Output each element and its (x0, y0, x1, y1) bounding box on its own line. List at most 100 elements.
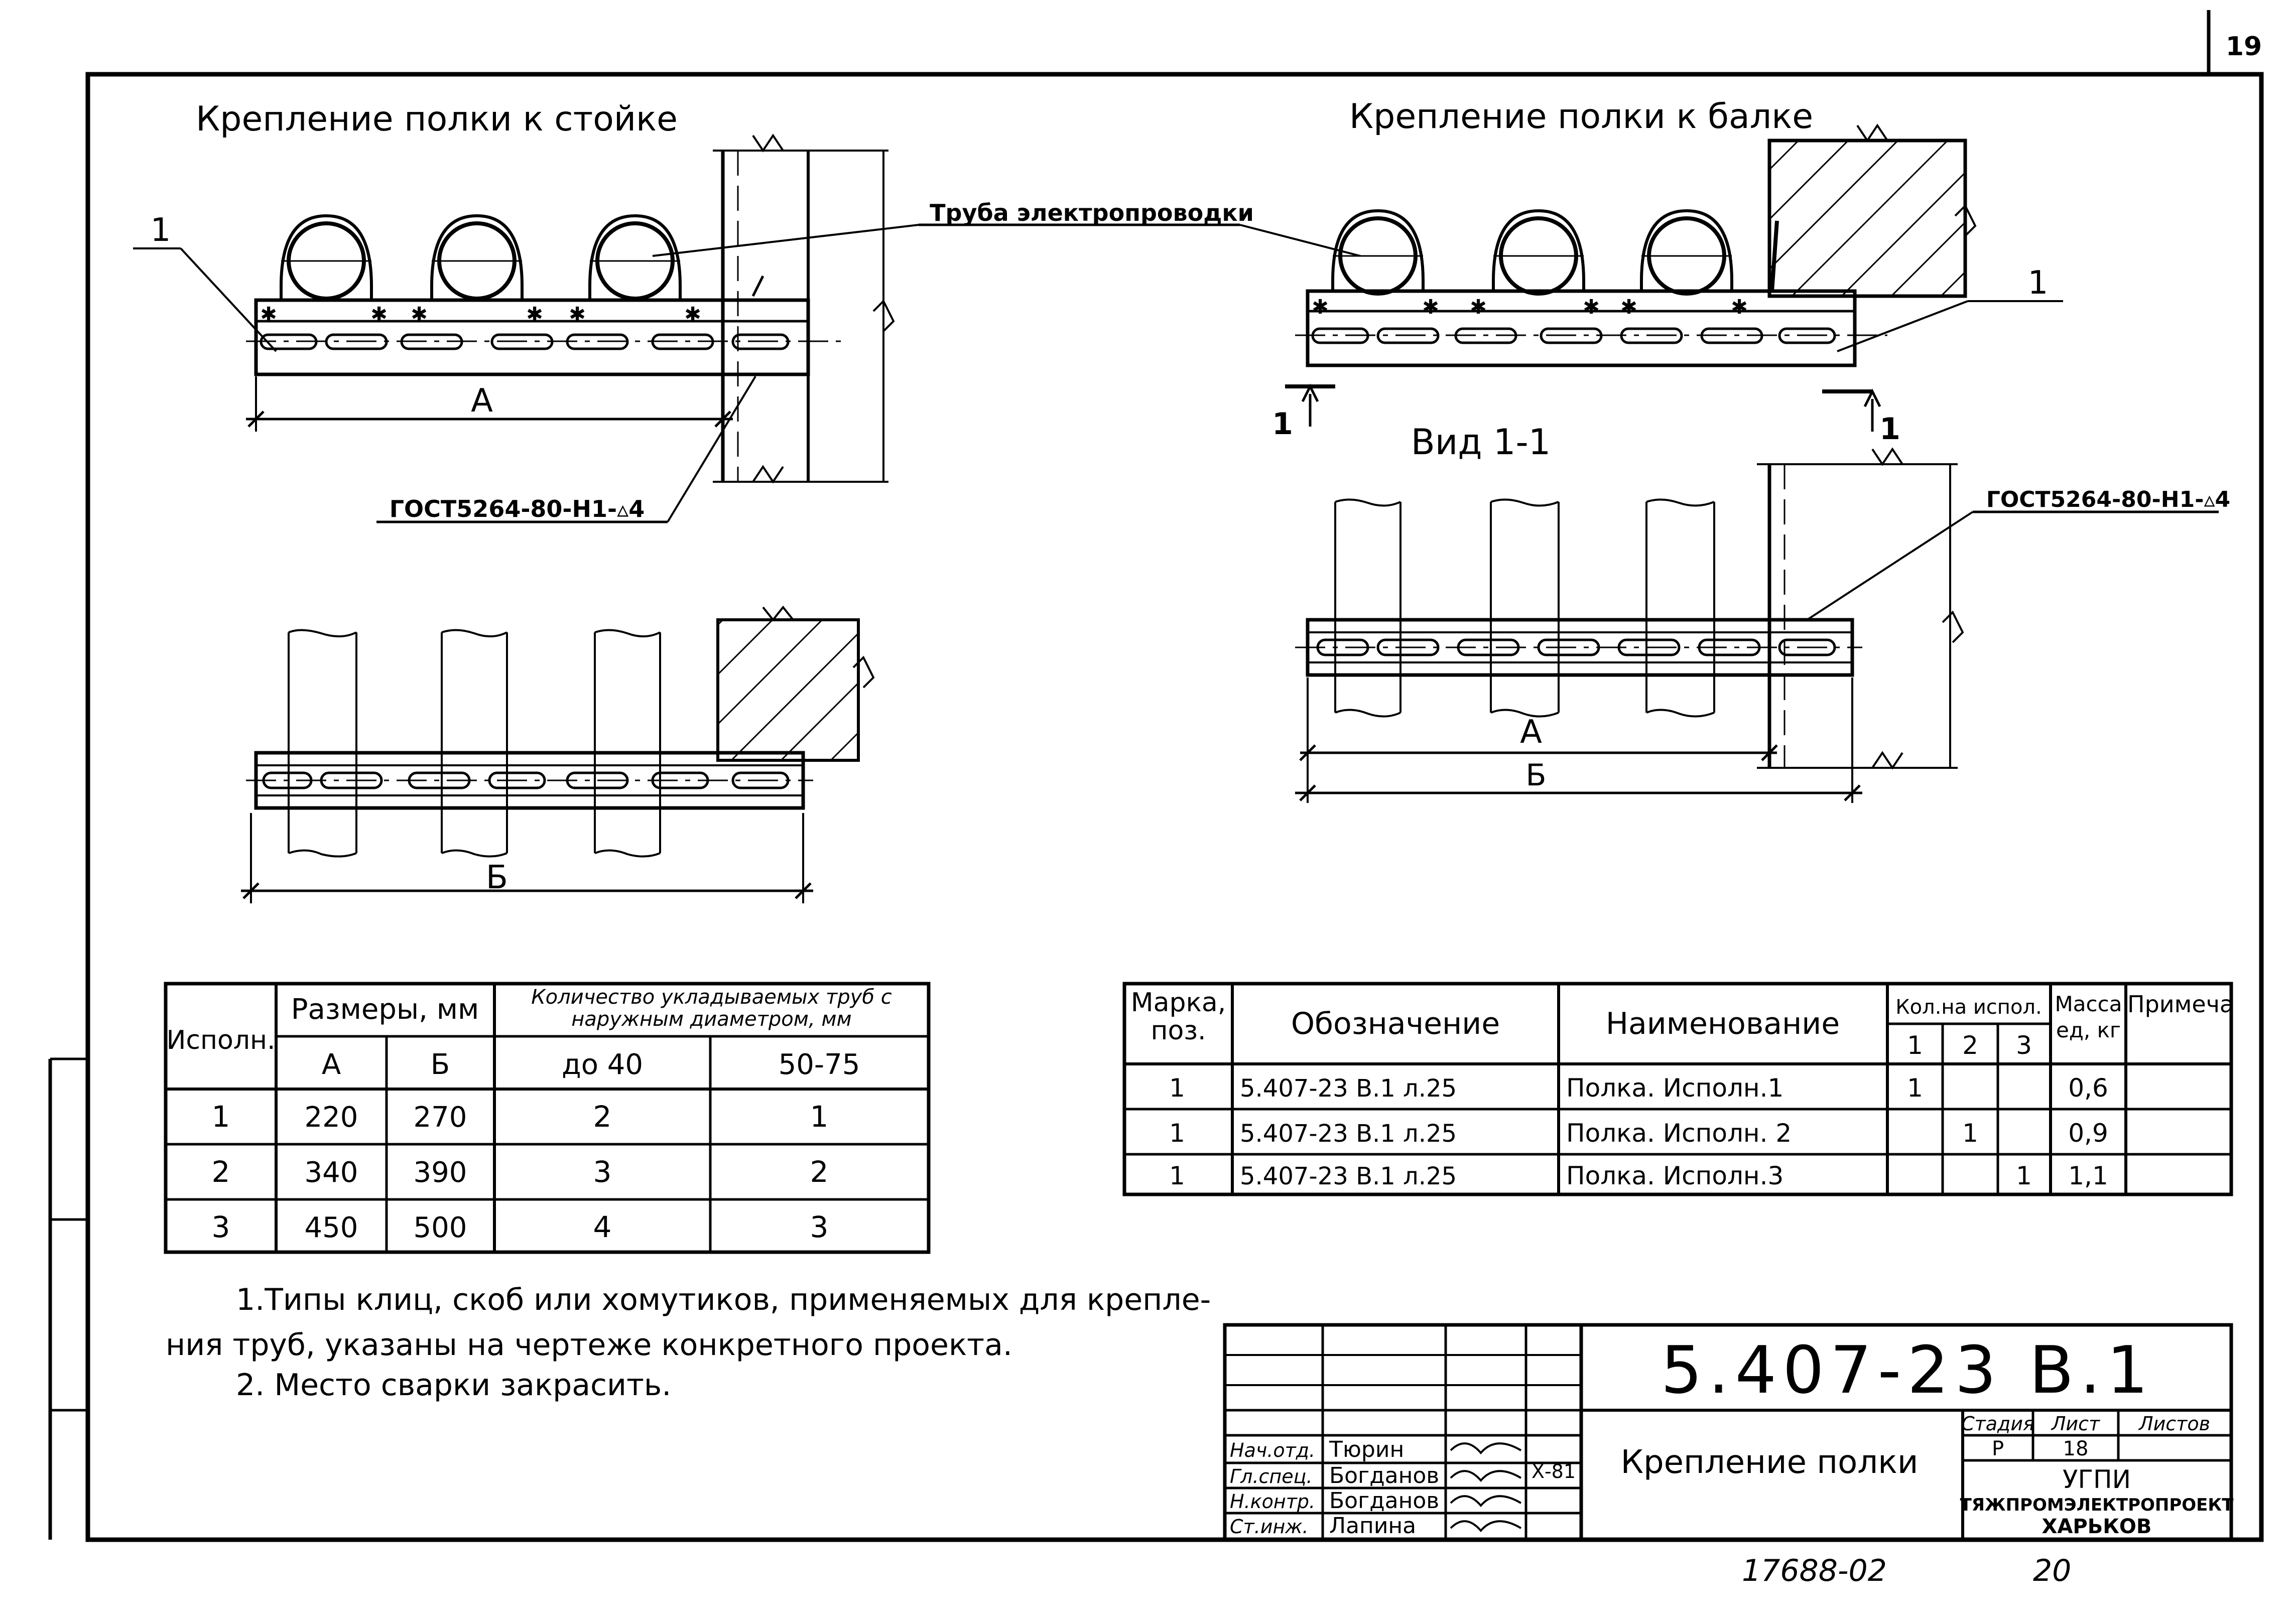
svg-text:✱: ✱ (684, 303, 701, 326)
sheet-value: 18 (2063, 1437, 2089, 1460)
doc-code: 5.407-23 В.1 (1661, 1332, 2154, 1408)
signature-row: Ст.инж. Лапина (1230, 1513, 1522, 1539)
person-name: Богданов (1329, 1463, 1439, 1488)
sizes-cell-a: 450 (305, 1211, 358, 1244)
svg-text:✱: ✱ (370, 303, 388, 326)
sizes-cell-b: 500 (414, 1211, 467, 1244)
section-view-1-1: Вид 1-1 ГОСТ (1295, 422, 2230, 803)
sheet-frame (48, 10, 2264, 1542)
signature (1450, 1442, 1522, 1455)
sizes-cell-exec: 2 (212, 1155, 230, 1189)
section-mark-right: 1 (1879, 412, 1900, 447)
spec-cell-mark: 1 (1169, 1073, 1185, 1103)
person-name: Лапина (1329, 1513, 1416, 1539)
sizes-cell-q2: 1 (810, 1100, 829, 1134)
right-pipes-with-clamps: ✱ ✱ ✱ ✱ ✱ ✱ (1312, 209, 1748, 319)
spec-col-note-box: Примечание (2127, 991, 2230, 1018)
left-mark: 1 (151, 212, 171, 249)
sizes-cell-q1: 3 (593, 1155, 612, 1189)
notes: 1.Типы клиц, скоб или хомутиков, применя… (166, 1282, 1211, 1403)
spec-cell-name: Полка. Исполн.3 (1566, 1161, 1783, 1190)
spec-cell-q2: 1 (1962, 1119, 1978, 1148)
sizes-sub-upto40: до 40 (562, 1048, 643, 1081)
spec-cell-designation: 5.407-23 В.1 л.25 (1240, 1120, 1457, 1148)
right-weld-note: ГОСТ5264-80-Н1-▵4 (1986, 487, 2230, 512)
right-top-view: Крепление полки к балке ✱ (1272, 97, 2063, 447)
sizes-cell-a: 340 (305, 1156, 358, 1189)
svg-text:✱: ✱ (1620, 296, 1637, 319)
svg-text:✱: ✱ (569, 303, 586, 326)
signature (1450, 1470, 1522, 1482)
signature (1450, 1495, 1522, 1508)
left-bottom-view: Б (241, 605, 875, 903)
signature-row: Гл.спец. Богданов (1230, 1463, 1522, 1488)
spec-cell-q3: 1 (2016, 1161, 2032, 1190)
sizes-row: 1 220 270 2 1 (212, 1100, 829, 1134)
svg-text:✱: ✱ (1312, 296, 1329, 319)
spec-cell-designation: 5.407-23 В.1 л.25 (1240, 1162, 1457, 1190)
spec-cell-designation: 5.407-23 В.1 л.25 (1240, 1074, 1457, 1103)
section-dim-b: Б (1525, 758, 1546, 793)
right-view-title: Крепление полки к балке (1349, 97, 1813, 137)
note-line-1: 1.Типы клиц, скоб или хомутиков, применя… (236, 1282, 1211, 1317)
spec-col-q3: 3 (2016, 1031, 2032, 1060)
sizes-sub-a: А (322, 1048, 341, 1081)
sizes-cell-a: 220 (305, 1101, 358, 1134)
spec-cell-q1: 1 (1907, 1073, 1923, 1103)
role-label: Гл.спец. (1230, 1465, 1313, 1487)
spec-col-q2: 2 (1962, 1031, 1978, 1060)
person-name: Богданов (1329, 1488, 1439, 1514)
pipe-label: Труба электропроводки (652, 199, 1361, 257)
spec-cell-mass: 0,6 (2068, 1073, 2108, 1103)
bottom-code: 17688-02 (1742, 1553, 1887, 1588)
sizes-cell-q2: 2 (810, 1155, 829, 1189)
title-block: 5.407-23 В.1 Крепление полки Стадия Лист… (1223, 1323, 2234, 1542)
spec-cell-name: Полка. Исполн.1 (1566, 1073, 1783, 1103)
note-line-2: ния труб, указаны на чертеже конкретного… (166, 1327, 1012, 1363)
section-title: Вид 1-1 (1411, 422, 1551, 463)
spec-row: 1 5.407-23 В.1 л.25 Полка. Исполн.1 1 0,… (1169, 1073, 2108, 1103)
pipes-with-clamps: ✱ ✱ ✱ ✱ ✱ ✱ (260, 214, 701, 326)
sizes-col-exec: Исполн. (166, 1025, 275, 1055)
column-post (713, 133, 895, 484)
role-label: Ст.инж. (1230, 1516, 1309, 1538)
sizes-cell-q1: 4 (593, 1210, 612, 1244)
svg-text:✱: ✱ (411, 303, 428, 326)
spec-col-q1: 1 (1907, 1031, 1923, 1060)
section-mark-left: 1 (1272, 407, 1293, 442)
spec-row: 1 5.407-23 В.1 л.25 Полка. Исполн. 2 1 0… (1169, 1119, 2108, 1148)
spec-cell-mark: 1 (1169, 1161, 1185, 1190)
person-name: Тюрин (1329, 1437, 1404, 1462)
sizes-cell-exec: 1 (212, 1100, 230, 1134)
spec-col-mass-box: Масса ед, кг (2055, 992, 2122, 1042)
sizes-sub-50-75: 50-75 (779, 1048, 860, 1081)
section-shelf-slots (1316, 638, 1836, 656)
role-label: Нач.отд. (1230, 1439, 1315, 1461)
signature-row: Нач.отд. Тюрин (1230, 1437, 1522, 1462)
sizes-cell-b: 390 (414, 1156, 467, 1189)
left-dim-a: А (471, 382, 493, 420)
left-dim-b: Б (486, 859, 508, 896)
sizes-sub-b: Б (431, 1048, 450, 1081)
spec-cell-mass: 1,1 (2068, 1161, 2108, 1190)
left-top-view: Крепление полки к стойке ✱ ✱ ✱ ✱ ✱ (133, 99, 895, 523)
role-label: Н.контр. (1230, 1491, 1315, 1513)
shelf-slots (260, 333, 790, 350)
sizes-row: 2 340 390 3 2 (212, 1155, 829, 1189)
spec-col-note: Примечание (2127, 991, 2230, 1018)
org-line-2: ТЯЖПРОМЭЛЕКТРОПРОЕКТ (1960, 1495, 2234, 1515)
spec-row: 1 5.407-23 В.1 л.25 Полка. Исполн.3 1 1,… (1169, 1161, 2108, 1190)
bottom-number: 20 (2033, 1553, 2071, 1588)
org-line-1: УГПИ (2063, 1465, 2131, 1494)
signature-row: Н.контр. Богданов (1230, 1488, 1522, 1514)
sizes-row: 3 450 500 4 3 (212, 1210, 829, 1244)
sizes-table: Исполн. Размеры, мм Количество укладывае… (164, 982, 931, 1254)
section-dim-a: А (1520, 714, 1542, 751)
pipe-label-text: Труба электропроводки (930, 199, 1254, 226)
stage-value: Р (1992, 1437, 2004, 1460)
svg-text:✱: ✱ (1731, 296, 1748, 319)
stage-label: Стадия (1961, 1413, 2034, 1435)
spec-col-name: Наименование (1606, 1006, 1840, 1041)
sheet-label: Лист (2051, 1413, 2101, 1435)
signature (1450, 1520, 1522, 1533)
